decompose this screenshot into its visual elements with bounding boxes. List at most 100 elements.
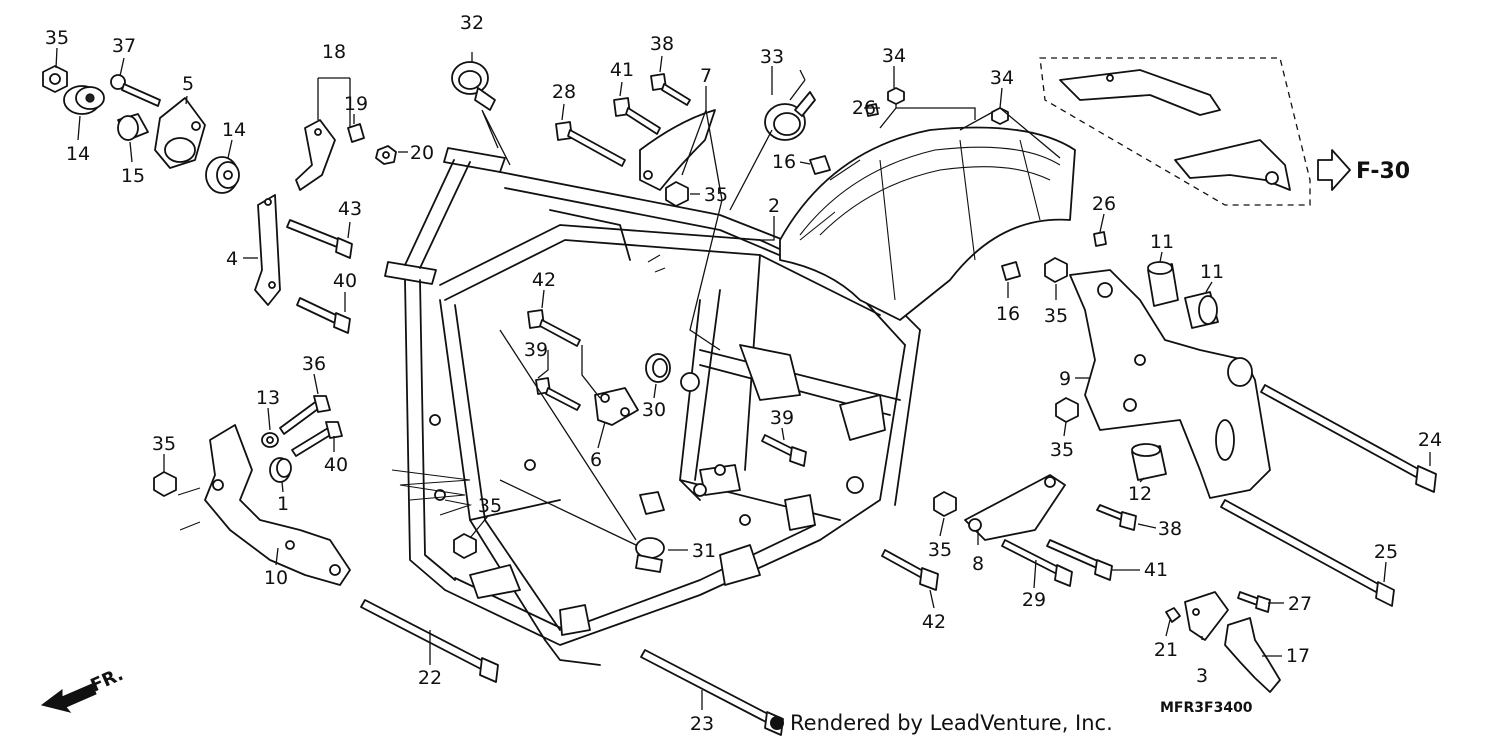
callout-11-a: 11	[1150, 231, 1174, 253]
part-bolt-24	[1260, 384, 1437, 493]
callout-27: 27	[1288, 593, 1312, 615]
callout-39-b: 39	[770, 407, 794, 429]
reference-arrow-icon	[1317, 149, 1351, 191]
callout-37: 37	[112, 35, 136, 57]
part-bolt-42-a	[527, 309, 581, 347]
callout-21: 21	[1154, 639, 1178, 661]
callout-17: 17	[1286, 645, 1310, 667]
reference-f30: F-30	[1317, 149, 1410, 191]
front-arrow-icon	[40, 683, 97, 713]
callout-30: 30	[642, 399, 666, 421]
part-bracket-9	[1069, 269, 1271, 499]
part-nut-35-g	[453, 533, 477, 559]
main-frame	[384, 126, 1076, 666]
part-nut-35-c	[1044, 257, 1068, 283]
part-bracket-4	[254, 194, 281, 306]
callout-42-a: 42	[532, 269, 556, 291]
part-bracket-10	[204, 424, 351, 586]
part-nut-35-f	[933, 491, 957, 517]
part-sensor-17	[1224, 617, 1281, 693]
callout-25: 25	[1374, 541, 1398, 563]
part-nut-20	[375, 145, 397, 165]
callout-22: 22	[418, 667, 442, 689]
part-bolt-26-b	[1093, 231, 1107, 247]
callout-24: 24	[1418, 429, 1442, 451]
part-bolt-22	[360, 599, 499, 683]
credit: Rendered by LeadVenture, Inc.	[770, 711, 1113, 735]
front-label: FR.	[87, 664, 126, 697]
part-nut-35-a	[42, 65, 68, 93]
callout-32: 32	[460, 12, 484, 34]
callout-42-b: 42	[922, 611, 946, 633]
part-bolt-38-a	[650, 73, 691, 106]
part-bolt-26-a	[865, 103, 879, 117]
callout-40-b: 40	[324, 454, 348, 476]
part-bolt-40-b	[291, 421, 343, 457]
callout-10: 10	[264, 567, 288, 589]
part-bolt-28	[555, 121, 626, 167]
part-spacer-12	[1131, 443, 1167, 481]
part-bracket-18	[295, 119, 336, 191]
diagram-code: MFR3F3400	[1160, 700, 1253, 716]
part-grommet-14-b	[205, 156, 240, 194]
callout-2: 2	[768, 195, 780, 217]
part-bracket-7	[639, 109, 716, 191]
callout-28: 28	[552, 81, 576, 103]
callout-35-f: 35	[928, 539, 952, 561]
part-bolt-40-a	[296, 297, 351, 334]
callout-41-b: 41	[1144, 559, 1168, 581]
callout-5: 5	[182, 73, 194, 95]
part-clamp-31	[635, 491, 665, 573]
part-bolt-41-a	[613, 97, 661, 135]
callout-14-b: 14	[222, 119, 246, 141]
leader-lines	[55, 47, 1431, 710]
callout-26-a: 26	[852, 97, 876, 119]
reference-label: F-30	[1356, 159, 1410, 184]
part-bushing-11-a	[1147, 261, 1179, 307]
part-bracket-3	[1184, 591, 1229, 641]
part-bolt-29	[1001, 539, 1073, 587]
callout-16-a: 16	[772, 151, 796, 173]
callout-1: 1	[277, 493, 289, 515]
callout-38-a: 38	[650, 33, 674, 55]
part-bolt-39-b	[761, 434, 807, 467]
callout-31: 31	[692, 540, 716, 562]
callout-15: 15	[121, 165, 145, 187]
callout-35-e: 35	[1050, 439, 1074, 461]
part-bracket-assembly-f30	[1039, 57, 1311, 206]
callout-labels: 35 37 5 14 15 14 18 19 20 32 43 4 40 28 …	[45, 12, 1442, 735]
callout-34-b: 34	[990, 67, 1014, 89]
callout-35-c: 35	[1044, 305, 1068, 327]
callout-36: 36	[302, 353, 326, 375]
part-nut-35-b	[665, 181, 689, 207]
part-spacer-1	[269, 457, 292, 483]
part-bolt-38-b	[1096, 504, 1137, 531]
callout-26-b: 26	[1092, 193, 1116, 215]
part-clamp-32	[451, 61, 496, 111]
bullet-icon	[770, 716, 784, 730]
callout-38-b: 38	[1158, 518, 1182, 540]
callout-3: 3	[1196, 665, 1208, 687]
callout-41-a: 41	[610, 59, 634, 81]
callout-19: 19	[344, 93, 368, 115]
part-bolt-27	[1237, 591, 1271, 613]
part-nut-35-e	[1055, 397, 1079, 423]
part-grommet-30	[645, 353, 671, 383]
part-bolt-36	[279, 395, 331, 435]
callout-12: 12	[1128, 483, 1152, 505]
part-nut-34-a	[887, 87, 905, 105]
part-grommet-14-a	[63, 85, 105, 115]
part-bushing-16-a	[809, 155, 831, 175]
callout-13: 13	[256, 387, 280, 409]
callout-16-b: 16	[996, 303, 1020, 325]
callout-34-a: 34	[882, 45, 906, 67]
callout-18: 18	[322, 41, 346, 63]
callout-7: 7	[700, 65, 712, 87]
callout-39-a: 39	[524, 339, 548, 361]
callout-33: 33	[760, 46, 784, 68]
part-bushing-11-b	[1184, 291, 1219, 329]
callout-43: 43	[338, 198, 362, 220]
part-plate-6	[594, 387, 639, 426]
callout-4: 4	[226, 248, 238, 270]
